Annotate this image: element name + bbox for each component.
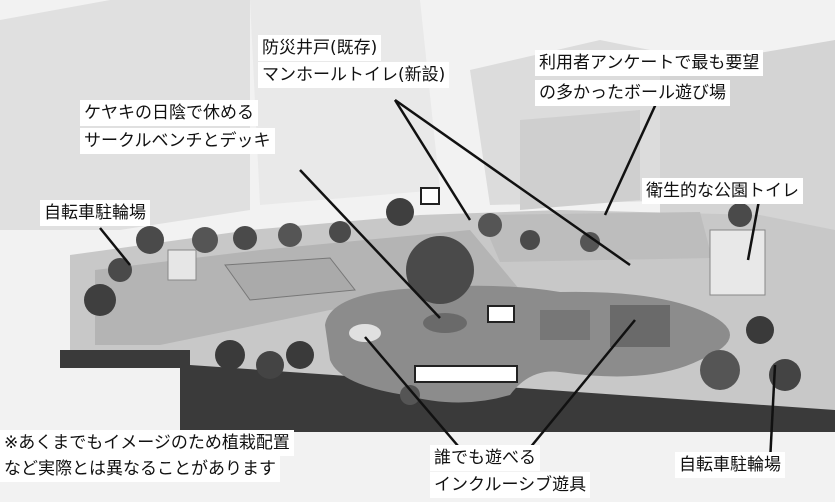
tree	[84, 284, 116, 316]
tree	[286, 341, 314, 369]
tree	[108, 258, 132, 282]
tree	[233, 226, 257, 250]
building-center-left	[250, 0, 440, 205]
leader-line-bicycle-left	[99, 227, 131, 266]
leader-line-well	[393, 99, 472, 221]
tree	[386, 198, 414, 226]
tree	[580, 232, 600, 252]
tree	[400, 385, 420, 405]
label-keyaki-shade: ケヤキの日陰で休める	[80, 100, 258, 126]
tree	[136, 226, 164, 254]
ball-play-field	[224, 257, 356, 301]
tree	[215, 340, 245, 370]
label-ball-area-request: 利用者アンケートで最も要望	[535, 50, 764, 76]
keyaki-tree	[406, 236, 474, 304]
label-bicycle-parking-left: 自転車駐輪場	[40, 200, 150, 226]
leader-line-bicycle-right	[768, 364, 777, 463]
tree	[192, 227, 218, 253]
circle-bench-sign	[414, 365, 518, 383]
spinner-equipment	[349, 324, 381, 342]
tree	[700, 350, 740, 390]
storage-hut	[167, 249, 197, 281]
label-anyone-can-play: 誰でも遊べる	[430, 445, 540, 471]
climbing-structure	[540, 310, 590, 340]
deck-sign	[487, 305, 515, 323]
tree	[256, 351, 284, 379]
park-toilet-building	[709, 229, 766, 296]
leader-line-ball-area	[603, 94, 662, 216]
leader-line-manhole-toilet	[394, 98, 631, 267]
leader-line-inclusive-b	[519, 319, 636, 461]
leader-line-bench	[299, 169, 441, 319]
note-disclaimer-line-2: など実際とは異なることがあります	[0, 456, 280, 482]
label-ball-play-area: の多かったボール遊び場	[535, 80, 730, 106]
circle-bench	[423, 313, 467, 333]
leader-lines	[99, 94, 777, 463]
label-disaster-well: 防災井戸(既存)	[258, 35, 382, 61]
tree	[278, 223, 302, 247]
label-park-toilet: 衛生的な公園トイレ	[642, 178, 803, 204]
building-annex	[520, 110, 640, 210]
label-circle-bench-deck: サークルベンチとデッキ	[80, 128, 275, 154]
label-manhole-toilet: マンホールトイレ(新設)	[258, 62, 450, 88]
leader-line-inclusive-a	[364, 336, 471, 461]
tree	[728, 203, 752, 227]
leader-line-park-toilet	[746, 194, 762, 261]
tree	[746, 316, 774, 344]
tree	[520, 230, 540, 250]
label-bicycle-parking-right: 自転車駐輪場	[675, 452, 785, 478]
manhole-toilet-sign	[420, 187, 440, 205]
note-disclaimer-line-1: ※あくまでもイメージのため植栽配置	[0, 430, 294, 456]
tree	[329, 221, 351, 243]
label-inclusive-playground: インクルーシブ遊具	[430, 472, 591, 498]
tree	[769, 359, 801, 391]
tree	[478, 213, 502, 237]
